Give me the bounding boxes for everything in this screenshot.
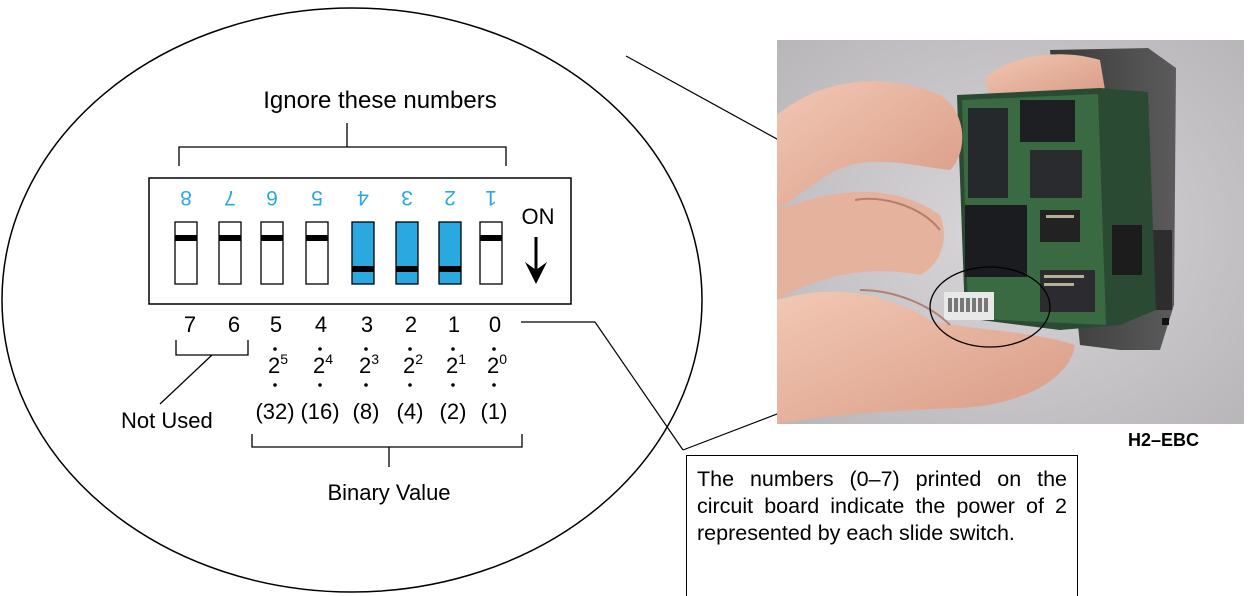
ignore-label: Ignore these numbers: [263, 87, 496, 114]
dip-switch-8: 1 0 20 (1): [479, 186, 508, 424]
power-of-two-label: 20: [487, 351, 507, 378]
switch-actuator: [219, 235, 241, 241]
dot-marker: [273, 347, 277, 351]
not-used-bracket: [159, 340, 249, 405]
magnifier-ellipse: [1, 7, 703, 593]
switch-top-number: 3: [401, 186, 413, 209]
dot-marker: [273, 383, 277, 387]
binary-value-number: (32): [255, 399, 294, 424]
power-of-two-label: 23: [359, 351, 379, 378]
binary-value-number: (8): [353, 399, 380, 424]
switch-bottom-number: 4: [315, 312, 327, 337]
switch-top-number: 2: [444, 186, 456, 209]
binary-value-number: (4): [397, 399, 424, 424]
slide-switch-off: [260, 221, 284, 285]
power-of-two-label: 24: [313, 351, 333, 378]
slide-switch-on: [351, 221, 375, 285]
switch-bottom-number: 2: [405, 312, 417, 337]
dot-marker: [318, 383, 322, 387]
switch-bottom-number: 6: [228, 312, 240, 337]
power-of-two-label: 25: [268, 351, 288, 378]
power-of-two-label: 21: [446, 351, 466, 378]
switch-actuator: [352, 266, 374, 272]
dot-marker: [408, 383, 412, 387]
dot-marker: [408, 347, 412, 351]
switch-actuator: [396, 266, 418, 272]
binary-value-number: (2): [440, 399, 467, 424]
model-label: H2–EBC: [1128, 430, 1200, 450]
dip-switch-4: 5 4 24 (16): [300, 186, 339, 424]
dot-marker: [451, 347, 455, 351]
slide-switch-on: [395, 221, 419, 285]
switch-top-number: 5: [311, 186, 323, 209]
dot-marker: [492, 347, 496, 351]
dip-switch-1: 87: [174, 186, 198, 337]
binary-value-number: (16): [300, 399, 339, 424]
slide-switch-on: [438, 221, 462, 285]
binary-value-bracket: [251, 434, 523, 467]
switch-bottom-number: 5: [270, 312, 282, 337]
switch-actuator: [306, 235, 328, 241]
slide-switch-off: [479, 221, 503, 285]
dip-switch-2: 76: [218, 186, 242, 337]
switch-actuator: [439, 266, 461, 272]
dot-marker: [492, 383, 496, 387]
dot-marker: [318, 347, 322, 351]
switch-bottom-number: 1: [448, 312, 460, 337]
dot-marker: [364, 383, 368, 387]
slide-switch-off: [174, 221, 198, 285]
switch-bottom-number: 0: [489, 312, 501, 337]
switch-top-number: 8: [180, 186, 192, 209]
not-used-label: Not Used: [121, 408, 213, 433]
binary-value-number: (1): [481, 399, 508, 424]
ignore-bracket: [178, 123, 507, 166]
switch-bottom-number: 3: [361, 312, 373, 337]
switch-actuator: [480, 235, 502, 241]
module-photo: [777, 40, 1244, 424]
switch-top-number: 7: [224, 186, 236, 209]
switch-top-number: 4: [357, 186, 369, 209]
power-of-two-label: 22: [403, 351, 423, 378]
switch-top-number: 6: [266, 186, 278, 209]
switch-bottom-number: 7: [184, 312, 196, 337]
dot-marker: [364, 347, 368, 351]
switch-top-number: 1: [485, 186, 497, 209]
dip-switch-5: 4 3 23 (8): [351, 186, 380, 424]
dot-marker: [451, 383, 455, 387]
arrow-down-icon: [525, 237, 547, 284]
switch-actuator: [175, 235, 197, 241]
slide-switch-off: [305, 221, 329, 285]
on-label: ON: [522, 204, 555, 229]
dip-switch-3: 6 5 25 (32): [255, 186, 294, 424]
slide-switch-off: [218, 221, 242, 285]
binary-value-label: Binary Value: [327, 480, 450, 505]
switch-actuator: [261, 235, 283, 241]
caption-box: The numbers (0–7) printed on the circuit…: [686, 455, 1078, 596]
